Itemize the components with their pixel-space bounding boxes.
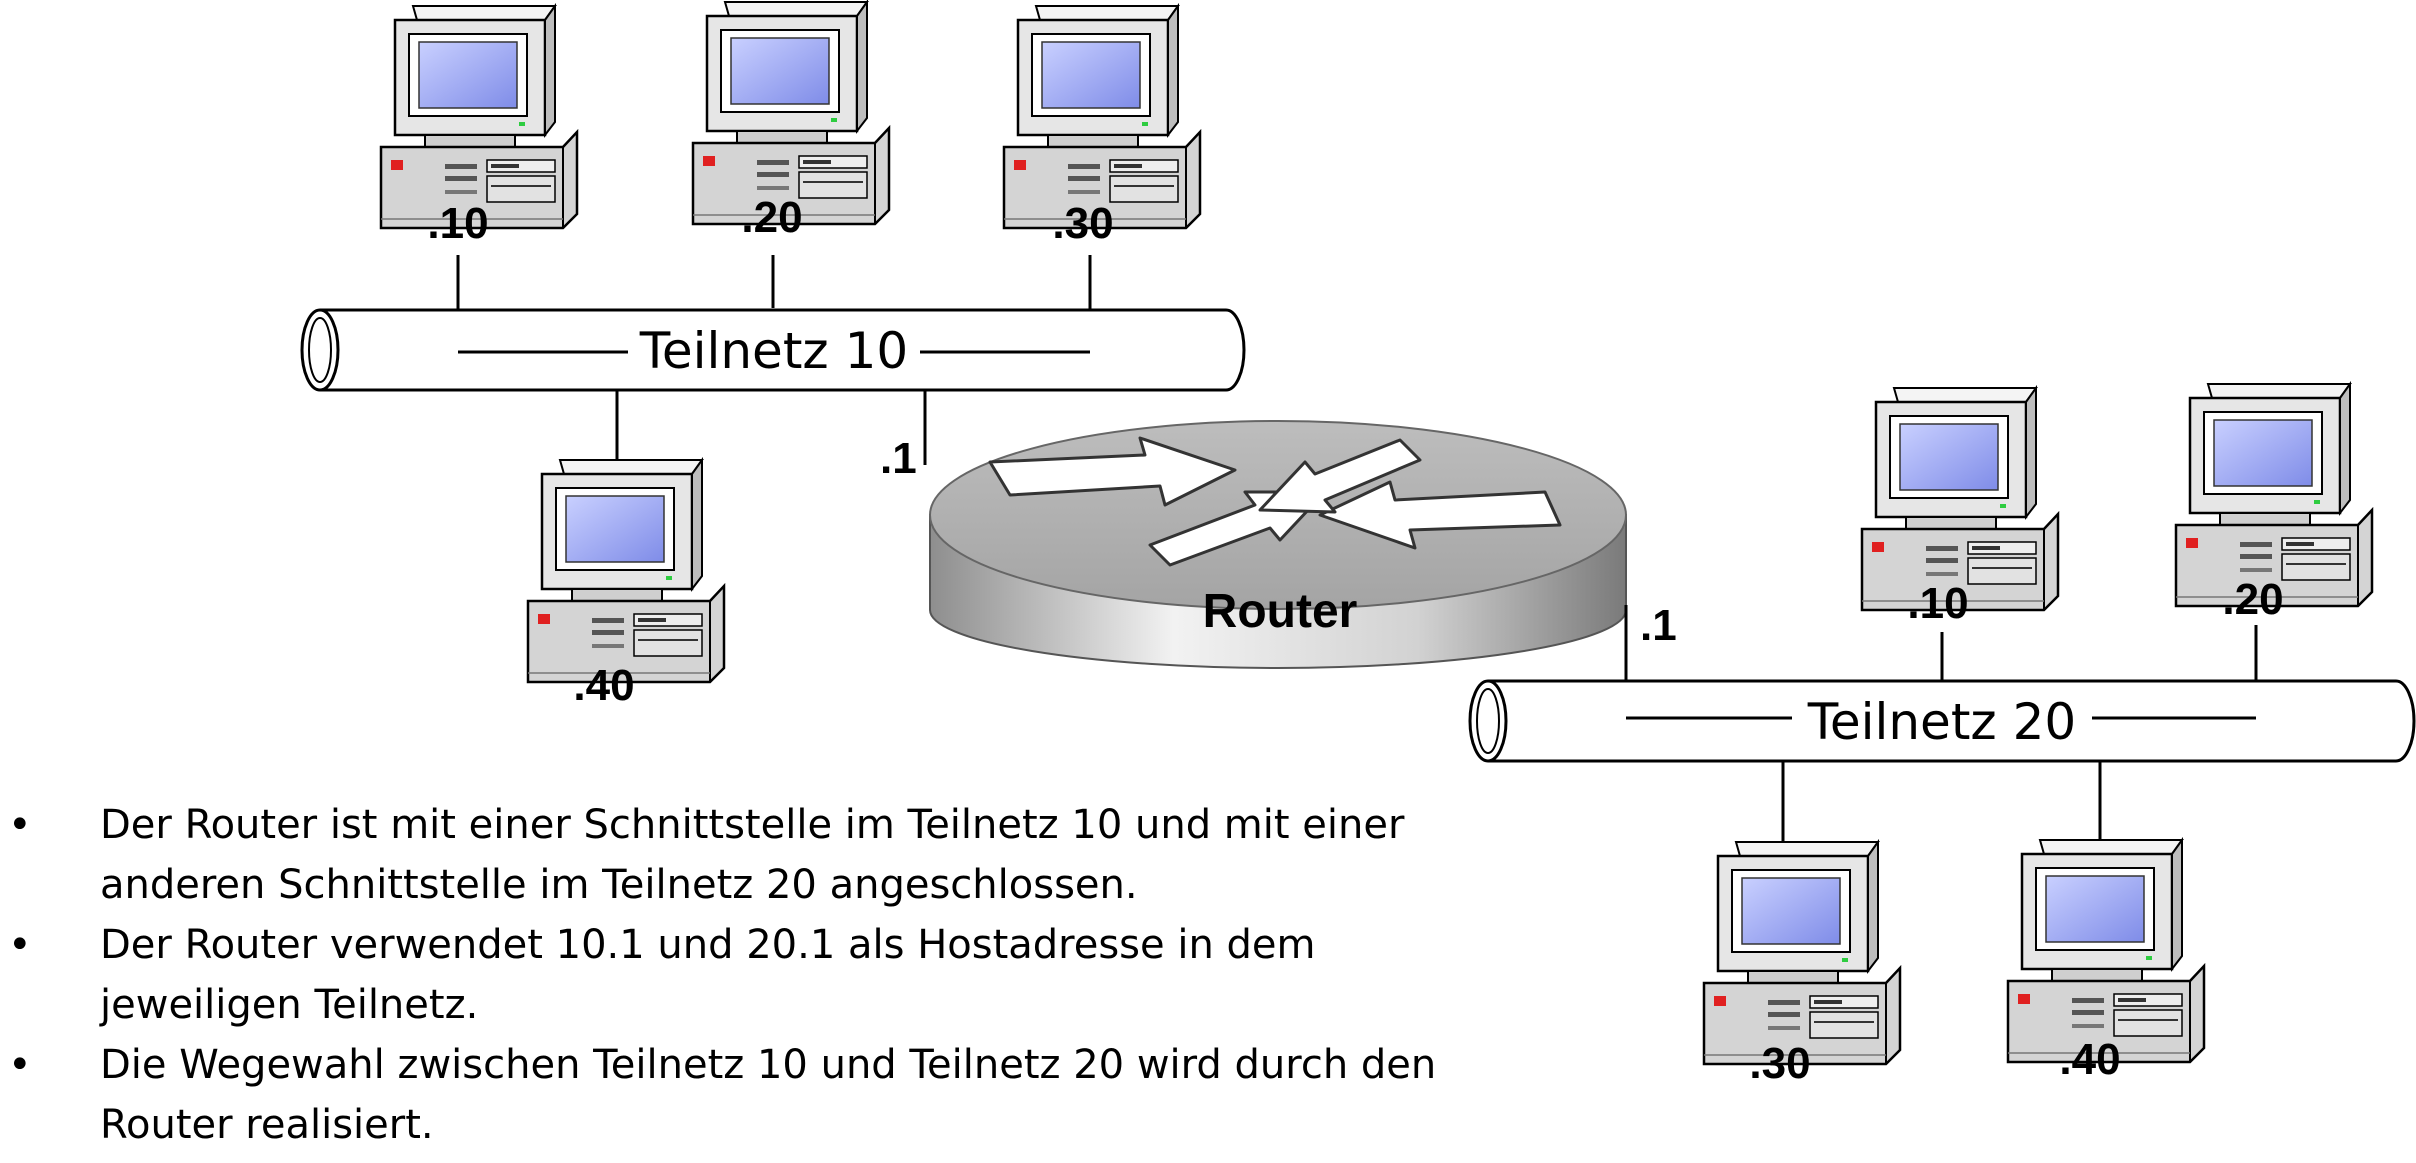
bullet-icon: • (8, 1042, 32, 1088)
desktop-computer-icon (1002, 4, 1202, 230)
bullet-text: Der Router verwendet 10.1 und 20.1 als H… (100, 922, 1316, 1028)
router-address-subnet-10: .1 (880, 434, 917, 483)
bullet-icon: • (8, 802, 32, 848)
host-20-30: .30 (1702, 840, 1902, 1088)
subnet-10-label: Teilnetz 10 (639, 322, 908, 380)
desktop-computer-icon (1702, 840, 1902, 1066)
host-20-40: .40 (2006, 838, 2206, 1084)
desktop-computer-icon (379, 4, 579, 230)
subnet-20-bus: Teilnetz 20 (1468, 679, 2416, 763)
host-10-10: .10 (379, 4, 579, 248)
explanation-list: • Der Router ist mit einer Schnittstelle… (0, 795, 1440, 1155)
host-20-20: .20 (2174, 382, 2374, 624)
subnet-20: Teilnetz 20 .10 .20 .30 .40 .1 (1468, 382, 2416, 1088)
bullet-text: Die Wegewahl zwischen Teilnetz 10 und Te… (100, 1042, 1437, 1148)
desktop-computer-icon (1860, 386, 2060, 612)
router-address-subnet-20: .1 (1640, 601, 1677, 650)
host-address: .10 (1907, 579, 1968, 628)
desktop-computer-icon (2174, 382, 2374, 608)
subnet-10-bus: Teilnetz 10 (300, 308, 1246, 392)
host-10-30: .30 (1002, 4, 1202, 248)
bullet-text: Der Router ist mit einer Schnittstelle i… (100, 802, 1405, 908)
host-address: .10 (427, 199, 488, 248)
host-10-40: .40 (526, 458, 726, 710)
host-address: .40 (573, 661, 634, 710)
host-address: .20 (741, 193, 802, 242)
desktop-computer-icon (691, 0, 891, 226)
host-20-10: .10 (1860, 386, 2060, 628)
list-item: • Der Router ist mit einer Schnittstelle… (0, 795, 1440, 915)
desktop-computer-icon (2006, 838, 2206, 1064)
host-address: .20 (2222, 575, 2283, 624)
list-item: • Der Router verwendet 10.1 und 20.1 als… (0, 915, 1440, 1035)
subnet-20-label: Teilnetz 20 (1807, 693, 2076, 751)
host-address: .40 (2059, 1035, 2120, 1084)
subnet-10: Teilnetz 10 .10 .20 .30 .40 .1 (300, 0, 1246, 710)
list-item: • Die Wegewahl zwischen Teilnetz 10 und … (0, 1035, 1440, 1155)
desktop-computer-icon (526, 458, 726, 684)
host-10-20: .20 (691, 0, 891, 242)
host-address: .30 (1749, 1039, 1810, 1088)
host-address: .30 (1052, 199, 1113, 248)
router-label: Router (1203, 585, 1358, 638)
router-icon: Router (929, 420, 1627, 669)
bullet-icon: • (8, 922, 32, 968)
